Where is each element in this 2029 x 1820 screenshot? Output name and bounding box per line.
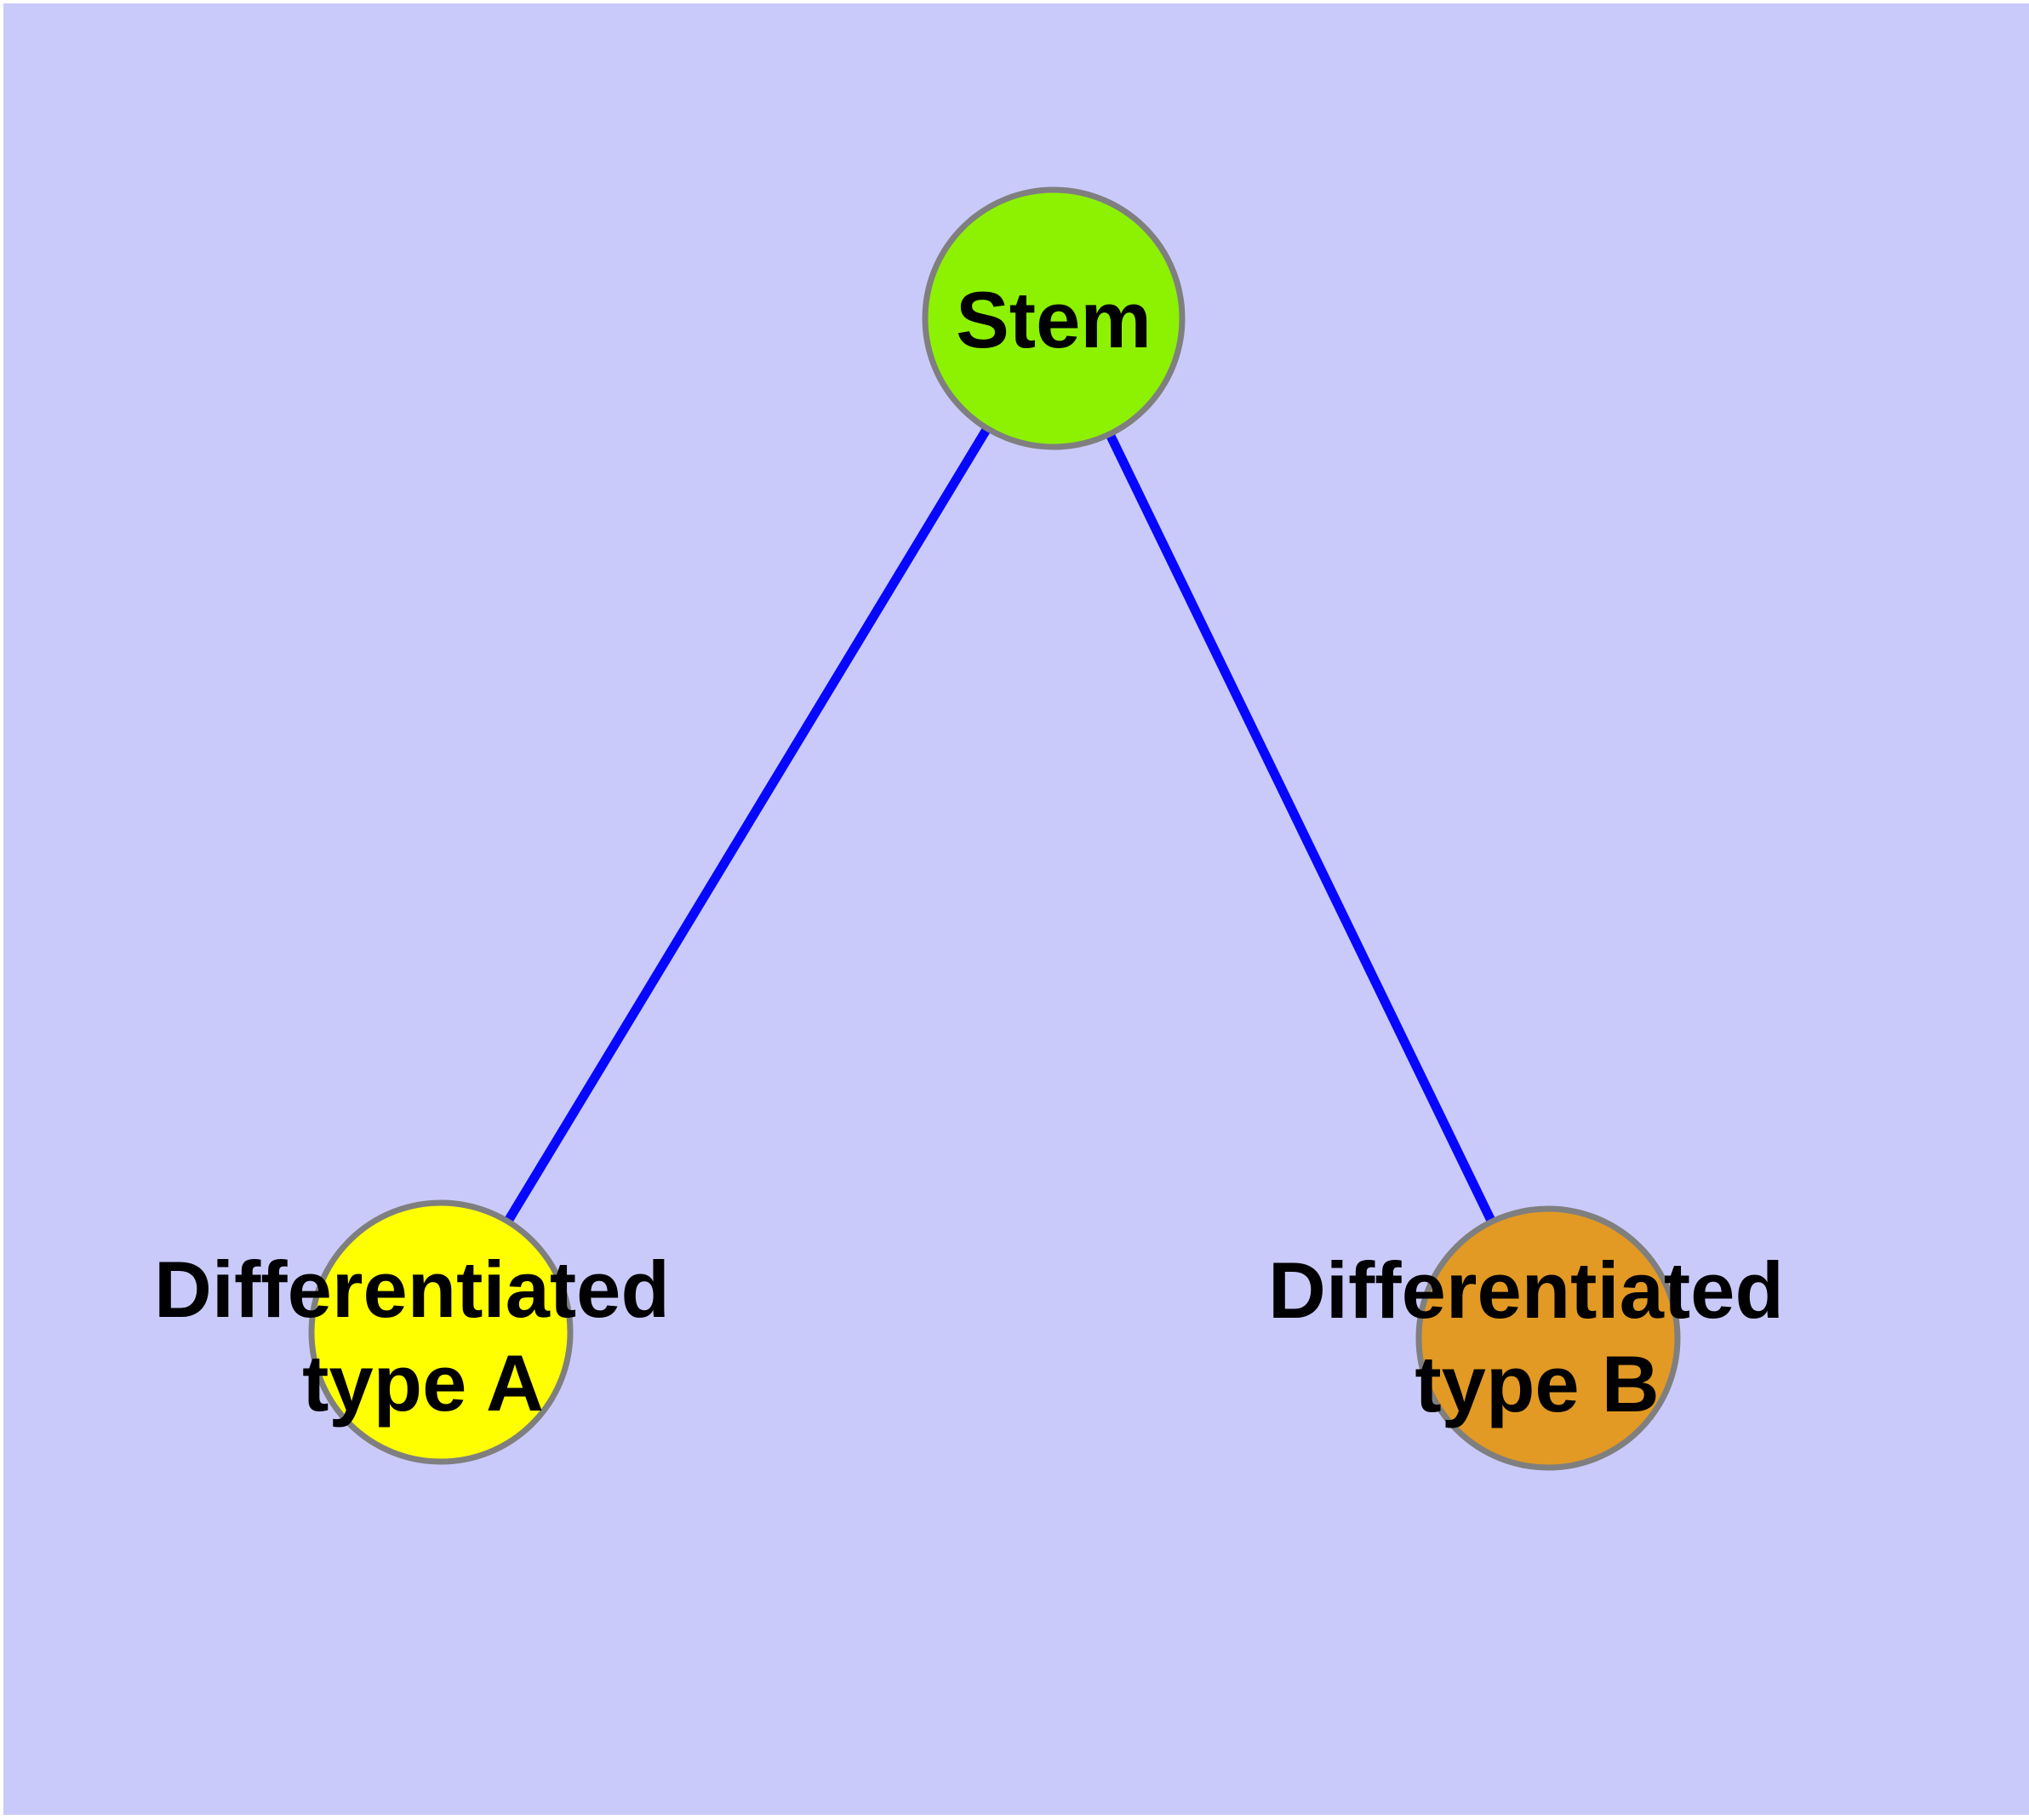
type-a-label-line-1: Differentiated	[154, 1245, 670, 1334]
differentiated-type-b-node	[1415, 1205, 1681, 1471]
edge-stem-to-type-a	[437, 316, 1058, 1335]
type-a-label-line-2: type A	[302, 1338, 544, 1428]
stem-node-label: Stem	[956, 275, 1152, 364]
differentiated-type-a-node	[308, 1199, 574, 1465]
type-b-label-line-1: Differentiated	[1268, 1245, 1784, 1335]
differentiated-type-b-label: Differentiated type B	[1268, 1245, 1806, 1428]
stem-node	[922, 186, 1186, 450]
type-b-label-line-2: type B	[1415, 1339, 1659, 1428]
differentiated-type-a-label: Differentiated type A	[154, 1245, 692, 1428]
edge-stem-to-type-b	[1049, 316, 1552, 1341]
